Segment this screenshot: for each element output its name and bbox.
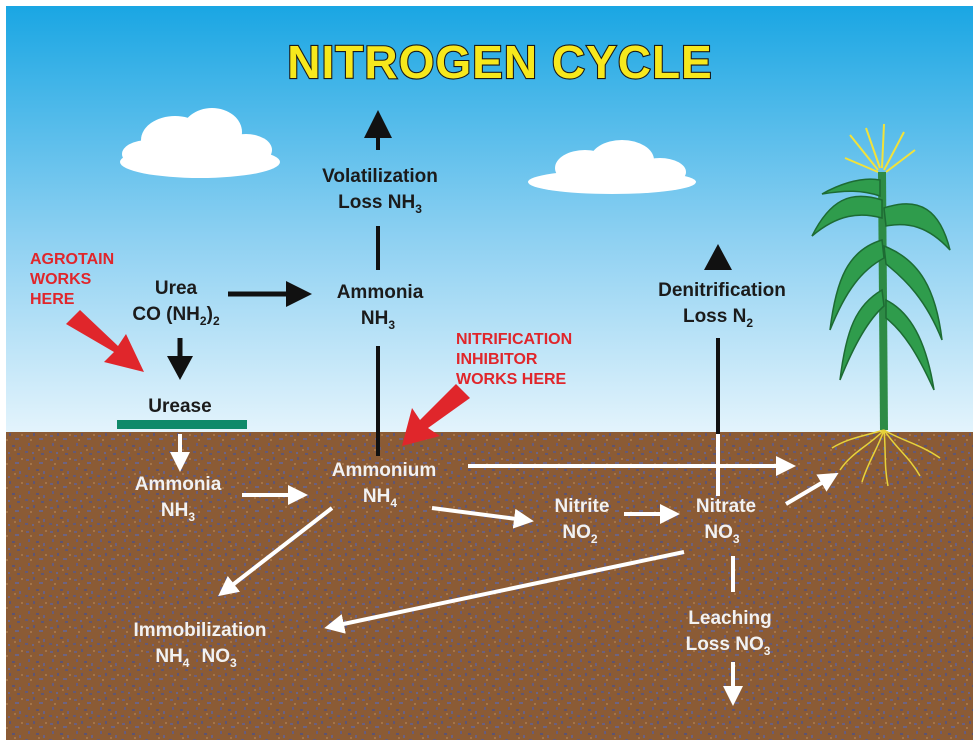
- arrow-volatilization-up: [364, 110, 392, 270]
- arrow-nitrate-to-immobilization: [324, 550, 685, 634]
- arrow-urea-to-ammonia: [228, 281, 312, 307]
- ammonia-air-formula: NH3: [361, 308, 395, 332]
- ammonium-label: Ammonium: [332, 460, 437, 481]
- urease-label: Urease: [148, 396, 211, 417]
- ammonia-soil-formula: NH3: [161, 500, 195, 524]
- arrow-denitrification-up: [704, 244, 732, 434]
- volatilization-label: Volatilization: [322, 166, 438, 187]
- volatilization-formula: Loss NH3: [338, 192, 422, 216]
- ammonium-formula: NH4: [363, 486, 397, 510]
- nitrite-formula: NO2: [562, 522, 598, 546]
- cloud-left-icon: [120, 108, 280, 178]
- arrow-ammonium-to-immobilization: [218, 506, 334, 597]
- agrotain-callout-line-1: AGROTAIN: [30, 251, 114, 268]
- urea-formula: CO (NH2)2: [132, 304, 220, 328]
- denitrification-formula: Loss N2: [683, 306, 753, 330]
- immobilization-label: Immobilization: [134, 620, 267, 641]
- urea-label: Urea: [155, 278, 198, 299]
- arrow-nitrate-to-plant: [784, 472, 839, 506]
- arrow-urea-to-urease: [167, 338, 193, 380]
- nitrification-arrow-icon: [402, 384, 470, 446]
- ammonia-air-label: Ammonia: [337, 282, 424, 303]
- agrotain-callout-line-3: HERE: [30, 291, 75, 308]
- nitrate-label: Nitrate: [696, 496, 756, 517]
- soil-arrows: [170, 434, 839, 706]
- corn-plant-icon: [811, 123, 951, 487]
- denitrification-label: Denitrification: [658, 280, 786, 301]
- cloud-right-icon: [528, 140, 696, 194]
- urease-bar: [117, 420, 247, 429]
- diagram-title: NITROGEN CYCLE: [287, 36, 712, 88]
- nitrification-callout-line-2: INHIBITOR: [456, 351, 538, 368]
- sky-background: [6, 6, 973, 434]
- nitrification-callout-line-3: WORKS HERE: [456, 371, 567, 388]
- agrotain-arrow-icon: [66, 310, 144, 372]
- agrotain-callout-line-2: WORKS: [30, 271, 92, 288]
- nitrate-formula: NO3: [704, 522, 740, 546]
- nitrification-callout-line-1: NITRIFICATION: [456, 331, 572, 348]
- soil-background: [6, 432, 973, 740]
- arrow-ammonium-to-nitrite: [431, 506, 534, 529]
- leaching-formula: Loss NO3: [686, 634, 771, 658]
- ammonia-soil-label: Ammonia: [135, 474, 222, 495]
- nitrite-label: Nitrite: [555, 496, 610, 517]
- leaching-label: Leaching: [688, 608, 771, 629]
